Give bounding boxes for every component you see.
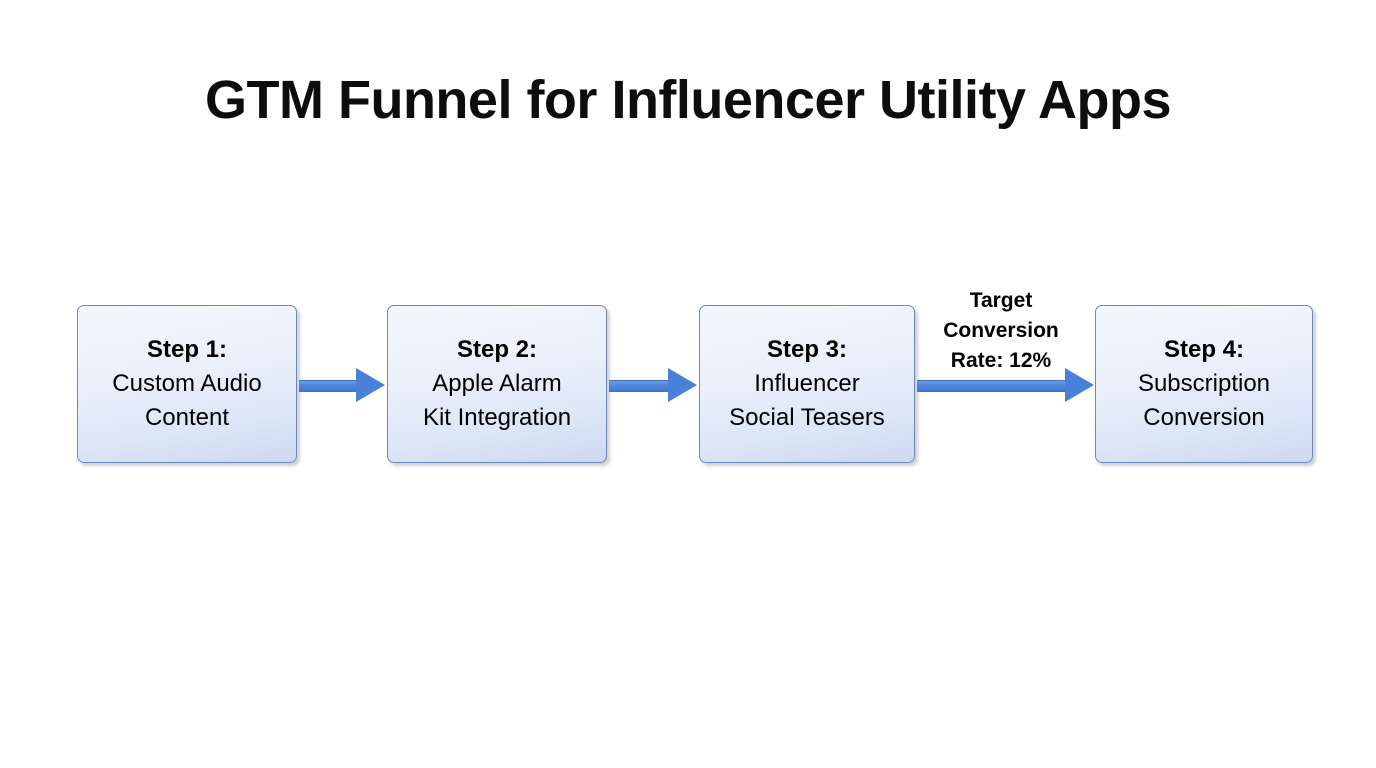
- step-box-1[interactable]: Step 1: Custom Audio Content: [77, 305, 297, 463]
- step-box-4-head: Step 4:: [1163, 336, 1244, 363]
- arrow-head-icon: [356, 368, 385, 402]
- step-box-2[interactable]: Step 2: Apple Alarm Kit Integration: [387, 305, 607, 463]
- conversion-rate-label-line-1: Target: [969, 289, 1033, 312]
- step-box-1-line-1: Custom Audio: [112, 370, 262, 397]
- conversion-rate-label-line-3: Rate: 12%: [950, 349, 1052, 372]
- step-box-2-head: Step 2:: [456, 336, 537, 363]
- page-title: GTM Funnel for Influencer Utility Apps: [205, 70, 1172, 130]
- step-box-3-head: Step 3:: [766, 336, 847, 363]
- arrow-head-icon: [1065, 368, 1094, 402]
- arrow-shaft: [299, 380, 357, 392]
- arrow-step2-to-step3: [609, 366, 697, 404]
- step-box-2-line-1: Apple Alarm: [432, 370, 562, 397]
- step-box-4-line-1: Subscription: [1137, 370, 1271, 397]
- step-box-2-line-2: Kit Integration: [422, 404, 572, 431]
- step-box-3-line-1: Influencer: [754, 370, 860, 397]
- arrow-shaft: [917, 380, 1066, 392]
- arrow-step1-to-step2: [299, 366, 385, 404]
- arrow-step3-to-step4: [917, 366, 1094, 404]
- step-box-4[interactable]: Step 4: Subscription Conversion: [1095, 305, 1313, 463]
- step-box-3-line-2: Social Teasers: [729, 404, 885, 431]
- step-box-3[interactable]: Step 3: Influencer Social Teasers: [699, 305, 915, 463]
- step-box-1-line-2: Content: [144, 404, 230, 431]
- arrow-head-icon: [668, 368, 697, 402]
- step-box-1-head: Step 1:: [146, 336, 227, 363]
- step-box-4-line-2: Conversion: [1143, 404, 1265, 431]
- conversion-rate-label-line-2: Conversion: [943, 319, 1059, 342]
- conversion-rate-label: Target Conversion Rate: 12%: [905, 286, 1097, 376]
- arrow-shaft: [609, 380, 669, 392]
